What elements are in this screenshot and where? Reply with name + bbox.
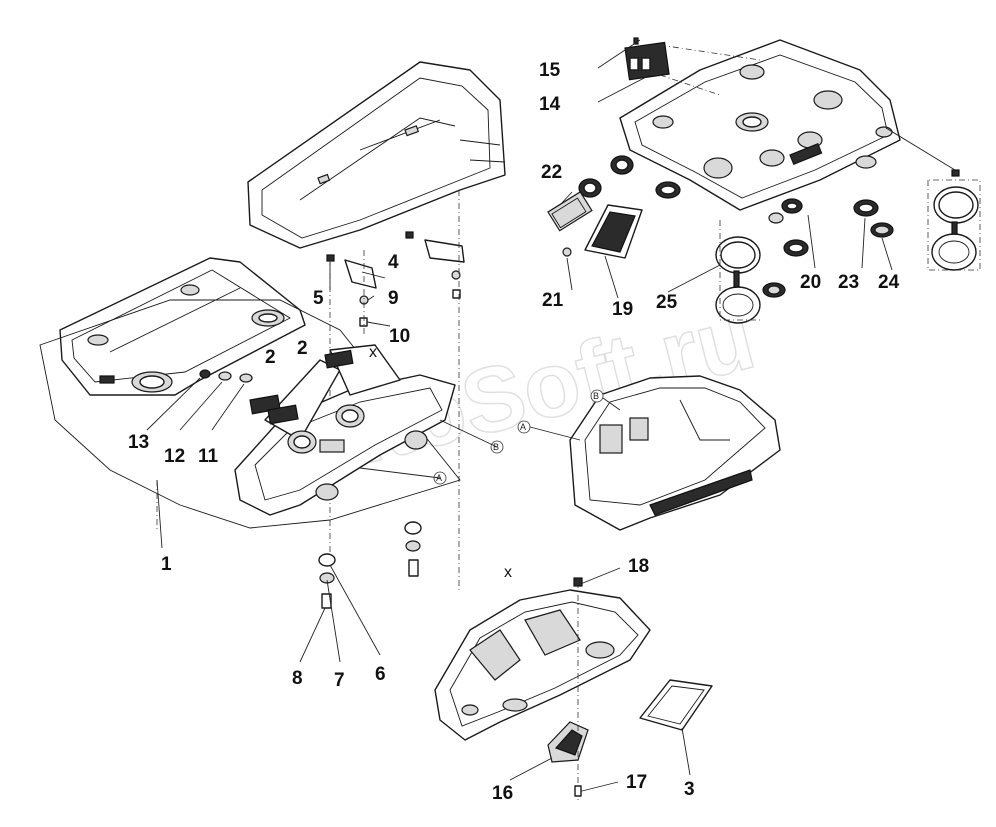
callout-16: 16 xyxy=(492,783,513,804)
callout-8: 8 xyxy=(292,668,303,689)
x-mark-2: x xyxy=(504,564,512,581)
washer-12-icon xyxy=(218,371,232,381)
callout-6: 6 xyxy=(375,664,386,685)
bracket-4 xyxy=(326,231,465,327)
fastener-stack-right xyxy=(404,521,422,577)
callout-25: 25 xyxy=(656,292,678,313)
ref-mark-a-right: A xyxy=(517,420,531,434)
callout-12: 12 xyxy=(164,446,185,467)
upper-right-shelf xyxy=(619,39,901,211)
panel-1-outline xyxy=(39,299,461,529)
callout-4: 4 xyxy=(388,252,399,273)
rear-trim-panel-1 xyxy=(59,257,306,396)
callout-9: 9 xyxy=(388,288,399,309)
callout-labels: 1 2 2 3 4 5 6 7 8 9 10 11 12 13 14 15 16… xyxy=(128,60,900,804)
fastener-stack-6-7-8 xyxy=(318,553,336,609)
part-22 xyxy=(547,191,593,232)
callout-7: 7 xyxy=(334,670,345,691)
callout-23: 23 xyxy=(838,272,859,293)
part-14-15 xyxy=(624,37,670,81)
part-19 xyxy=(562,204,643,259)
callout-24: 24 xyxy=(878,272,900,293)
callout-19: 19 xyxy=(612,299,633,320)
grille-rings xyxy=(578,155,894,298)
callout-15: 15 xyxy=(539,60,561,81)
clip-13-icon xyxy=(199,369,211,379)
washer-11-icon xyxy=(239,373,253,383)
callout-21: 21 xyxy=(542,290,564,311)
svg-text:A: A xyxy=(520,422,526,432)
callout-17: 17 xyxy=(626,772,647,793)
speaker-25 xyxy=(715,220,761,324)
callout-11: 11 xyxy=(198,446,219,467)
callout-14: 14 xyxy=(539,94,561,115)
bolt-17-icon xyxy=(574,785,582,797)
callout-20: 20 xyxy=(800,272,821,293)
callout-1: 1 xyxy=(161,554,172,575)
floor-panel xyxy=(434,589,651,741)
callout-3: 3 xyxy=(684,779,695,800)
trunk-installed-view xyxy=(569,375,781,531)
callout-22: 22 xyxy=(541,162,562,183)
upper-shelf-trim xyxy=(247,61,506,249)
callout-10: 10 xyxy=(389,326,410,347)
ref-mark-b-right: B xyxy=(590,389,604,403)
parcel-shelf xyxy=(234,344,456,516)
callout-13: 13 xyxy=(128,432,149,453)
callout-2b: 2 xyxy=(297,338,308,359)
callout-18: 18 xyxy=(628,556,649,577)
callout-2a: 2 xyxy=(265,347,276,368)
x-mark-1: x xyxy=(369,344,377,361)
part-16 xyxy=(547,721,589,763)
nut-18-icon xyxy=(573,577,583,587)
speaker-right xyxy=(927,169,981,271)
svg-text:B: B xyxy=(593,391,599,401)
seal-3 xyxy=(639,679,713,731)
callout-5: 5 xyxy=(313,288,324,309)
screw-21-icon xyxy=(562,247,572,257)
